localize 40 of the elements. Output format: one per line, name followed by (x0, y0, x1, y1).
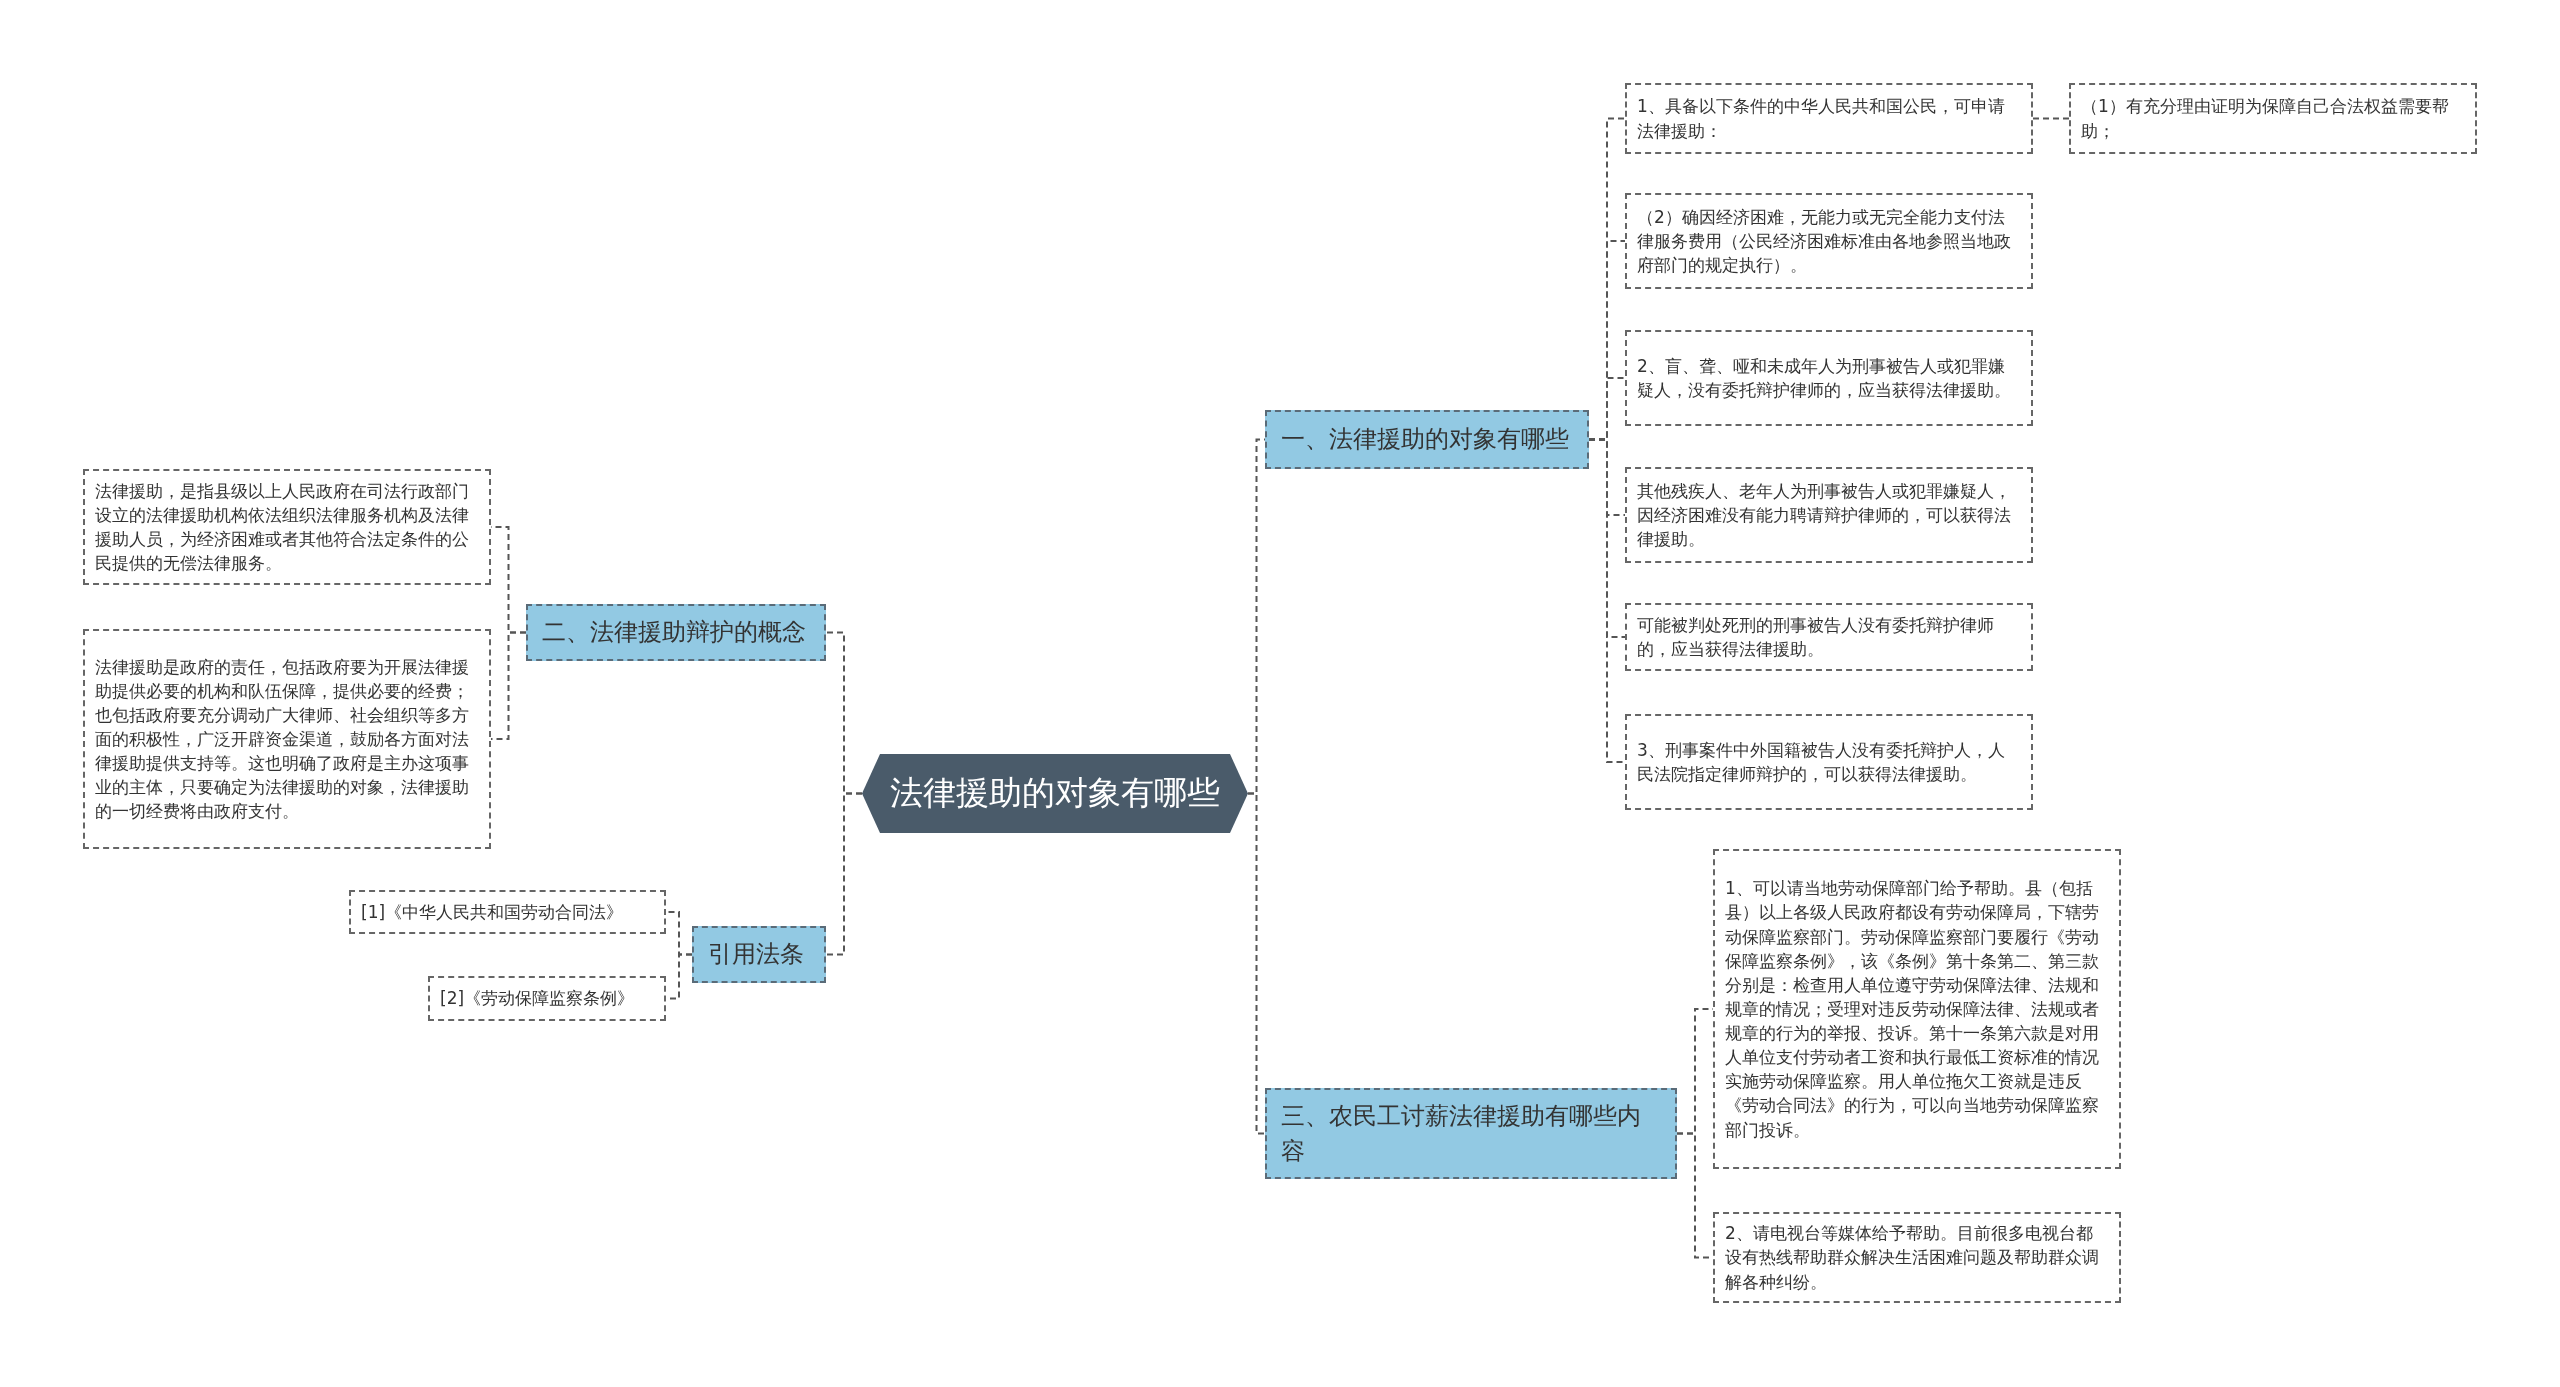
topic-text: 法律援助，是指县级以上人民政府在司法行政部门设立的法律援助机构依法组织法律服务机构及法律援助人员，为经济困难或者其他符合法定条件的公民提供的无偿法律服务。 (95, 479, 470, 576)
topic-box (1265, 410, 1589, 469)
note-box (349, 890, 666, 934)
note-box (83, 469, 491, 585)
connector-line (825, 792, 863, 956)
topic-text: 三、农民工讨薪法律援助有哪些内容 (1281, 1100, 1642, 1167)
note-box (1625, 714, 2033, 810)
note-box (1713, 1212, 2121, 1303)
central-topic-hexagon (862, 754, 1248, 833)
topic-text: 法律援助是政府的责任，包括政府要为开展法律援助提供必要的机构和队伍保障，提供必要的经费；也包括政府要充分调动广大律师、社会组织等多方面的积极性，广泛开辟资金渠道，鼓励各方面对法律援助提供支持等。这也明确了政府是主办这项事业的主体，只要确定为法律援助的对象，法律援助的一切经费将由政府支付。 (95, 655, 470, 824)
topic-text: 2、请电视台等媒体给予帮助。目前很多电视台都设有热线帮助群众解决生活困难问题及帮助群众调解各种纠纷。 (1725, 1222, 2100, 1294)
topic-text: （2）确因经济困难，无能力或无完全能力支付法律服务费用（公民经济困难标准由各地参照当地政府部门的规定执行）。 (1637, 205, 2012, 278)
note-box (1625, 603, 2033, 671)
topic-text: 1、可以请当地劳动保障部门给予帮助。县（包括县）以上各级人民政府都设有劳动保障局，下辖劳动保障监察部门。劳动保障监察部门要履行《劳动保障监察条例》，该《条例》第十条第二、第三款分别是：检查用人单位遵守劳动保障法律、法规和规章的情况；受理对违反劳动保障法律、法规或者规章的行为的举报、投诉。第十一条第六款是对用人单位支付劳动者工资和执行最低工资标准的情况实施劳动保障监察。用人单位拖欠工资就是违反《劳动合同法》的行为，可以向当地劳动保障监察部门投诉。 (1725, 877, 2100, 1142)
topic-text: （1）有充分理由证明为保障自己合法权益需要帮助； (2081, 95, 2450, 143)
topic-text: 二、法律援助辩护的概念 (542, 617, 806, 649)
topic-box (1265, 1088, 1677, 1179)
note-box (1625, 83, 2033, 154)
connector-line (1247, 792, 1266, 1135)
topic-text: 可能被判处死刑的刑事被告人没有委托辩护律师的，应当获得法律援助。 (1637, 613, 1995, 661)
topic-box (692, 926, 826, 983)
topic-box (526, 604, 826, 661)
note-box (1625, 193, 2033, 289)
topic-text: 一、法律援助的对象有哪些 (1281, 424, 1569, 456)
connector-line (1588, 438, 1626, 763)
connector-line (2032, 117, 2070, 120)
note-box (1625, 467, 2033, 563)
note-box (428, 976, 666, 1021)
topic-text: [2]《劳动保障监察条例》 (440, 987, 635, 1011)
note-box (1713, 849, 2121, 1169)
topic-text: 1、具备以下条件的中华人民共和国公民，可申请法律援助： (1637, 95, 2006, 143)
central-topic-title: 法律援助的对象有哪些 (890, 772, 1220, 814)
note-box (1625, 330, 2033, 426)
topic-text: 引用法条 (708, 939, 804, 971)
topic-text: 其他残疾人、老年人为刑事被告人或犯罪嫌疑人，因经济困难没有能力聘请辩护律师的，可以获得法律援助。 (1637, 479, 2012, 552)
note-box (83, 629, 491, 849)
topic-text: 3、刑事案件中外国籍被告人没有委托辩护人，人民法院指定律师辩护的，可以获得法律援助。 (1637, 738, 2006, 786)
topic-text: [1]《中华人民共和国劳动合同法》 (361, 900, 624, 924)
note-box (2069, 83, 2477, 154)
topic-text: 2、盲、聋、哑和未成年人为刑事被告人或犯罪嫌疑人，没有委托辩护律师的，应当获得法律援助。 (1637, 354, 2012, 402)
